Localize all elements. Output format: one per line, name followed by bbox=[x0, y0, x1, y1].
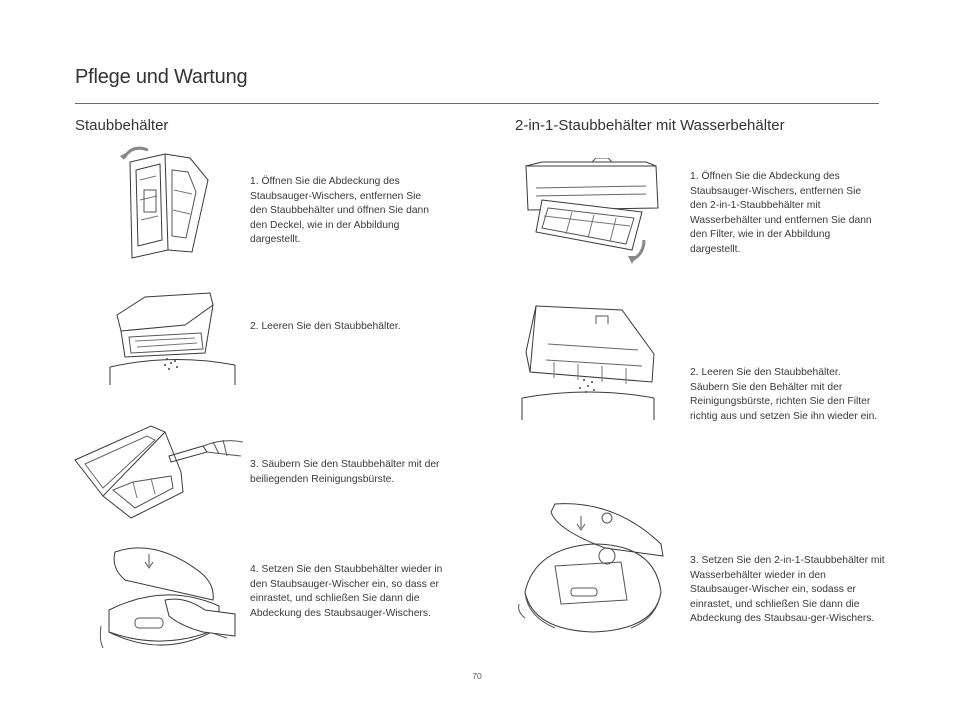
step-text: 1. Öffnen Sie die Abdeckung des Staubsau… bbox=[690, 171, 872, 255]
illustration-insert-dustbin bbox=[95, 540, 240, 665]
section-heading-dustbin: Staubbehälter bbox=[75, 117, 169, 134]
step-text: 1. Öffnen Sie die Abdeckung des Staubsau… bbox=[250, 176, 430, 246]
step-text: 3. Setzen Sie den 2-in-1-Staubbehälter m… bbox=[690, 555, 885, 625]
illustration-empty-2in1-dustbin bbox=[518, 298, 660, 423]
step-text: 2. Leeren Sie den Staubbehälter. Säubern… bbox=[690, 367, 878, 422]
section-heading-2in1-dustbin: 2-in-1-Staubbehälter mit Wasserbehälter bbox=[515, 117, 785, 134]
step-text: 3. Säubern Sie den Staubbehälter mit der… bbox=[250, 459, 440, 485]
illustration-empty-dustbin bbox=[105, 285, 240, 390]
page-number: 70 bbox=[472, 671, 482, 681]
step-text: 4. Setzen Sie den Staubbehälter wieder i… bbox=[250, 564, 443, 619]
step-text: 2. Leeren Sie den Staubbehälter. bbox=[250, 321, 401, 332]
illustration-clean-with-brush bbox=[73, 420, 245, 520]
page-title: Pflege und Wartung bbox=[75, 66, 248, 88]
title-divider bbox=[75, 103, 879, 104]
illustration-open-dustbin-lid bbox=[110, 140, 220, 265]
illustration-remove-2in1-filter bbox=[522, 158, 662, 268]
illustration-insert-2in1-dustbin bbox=[515, 500, 665, 640]
